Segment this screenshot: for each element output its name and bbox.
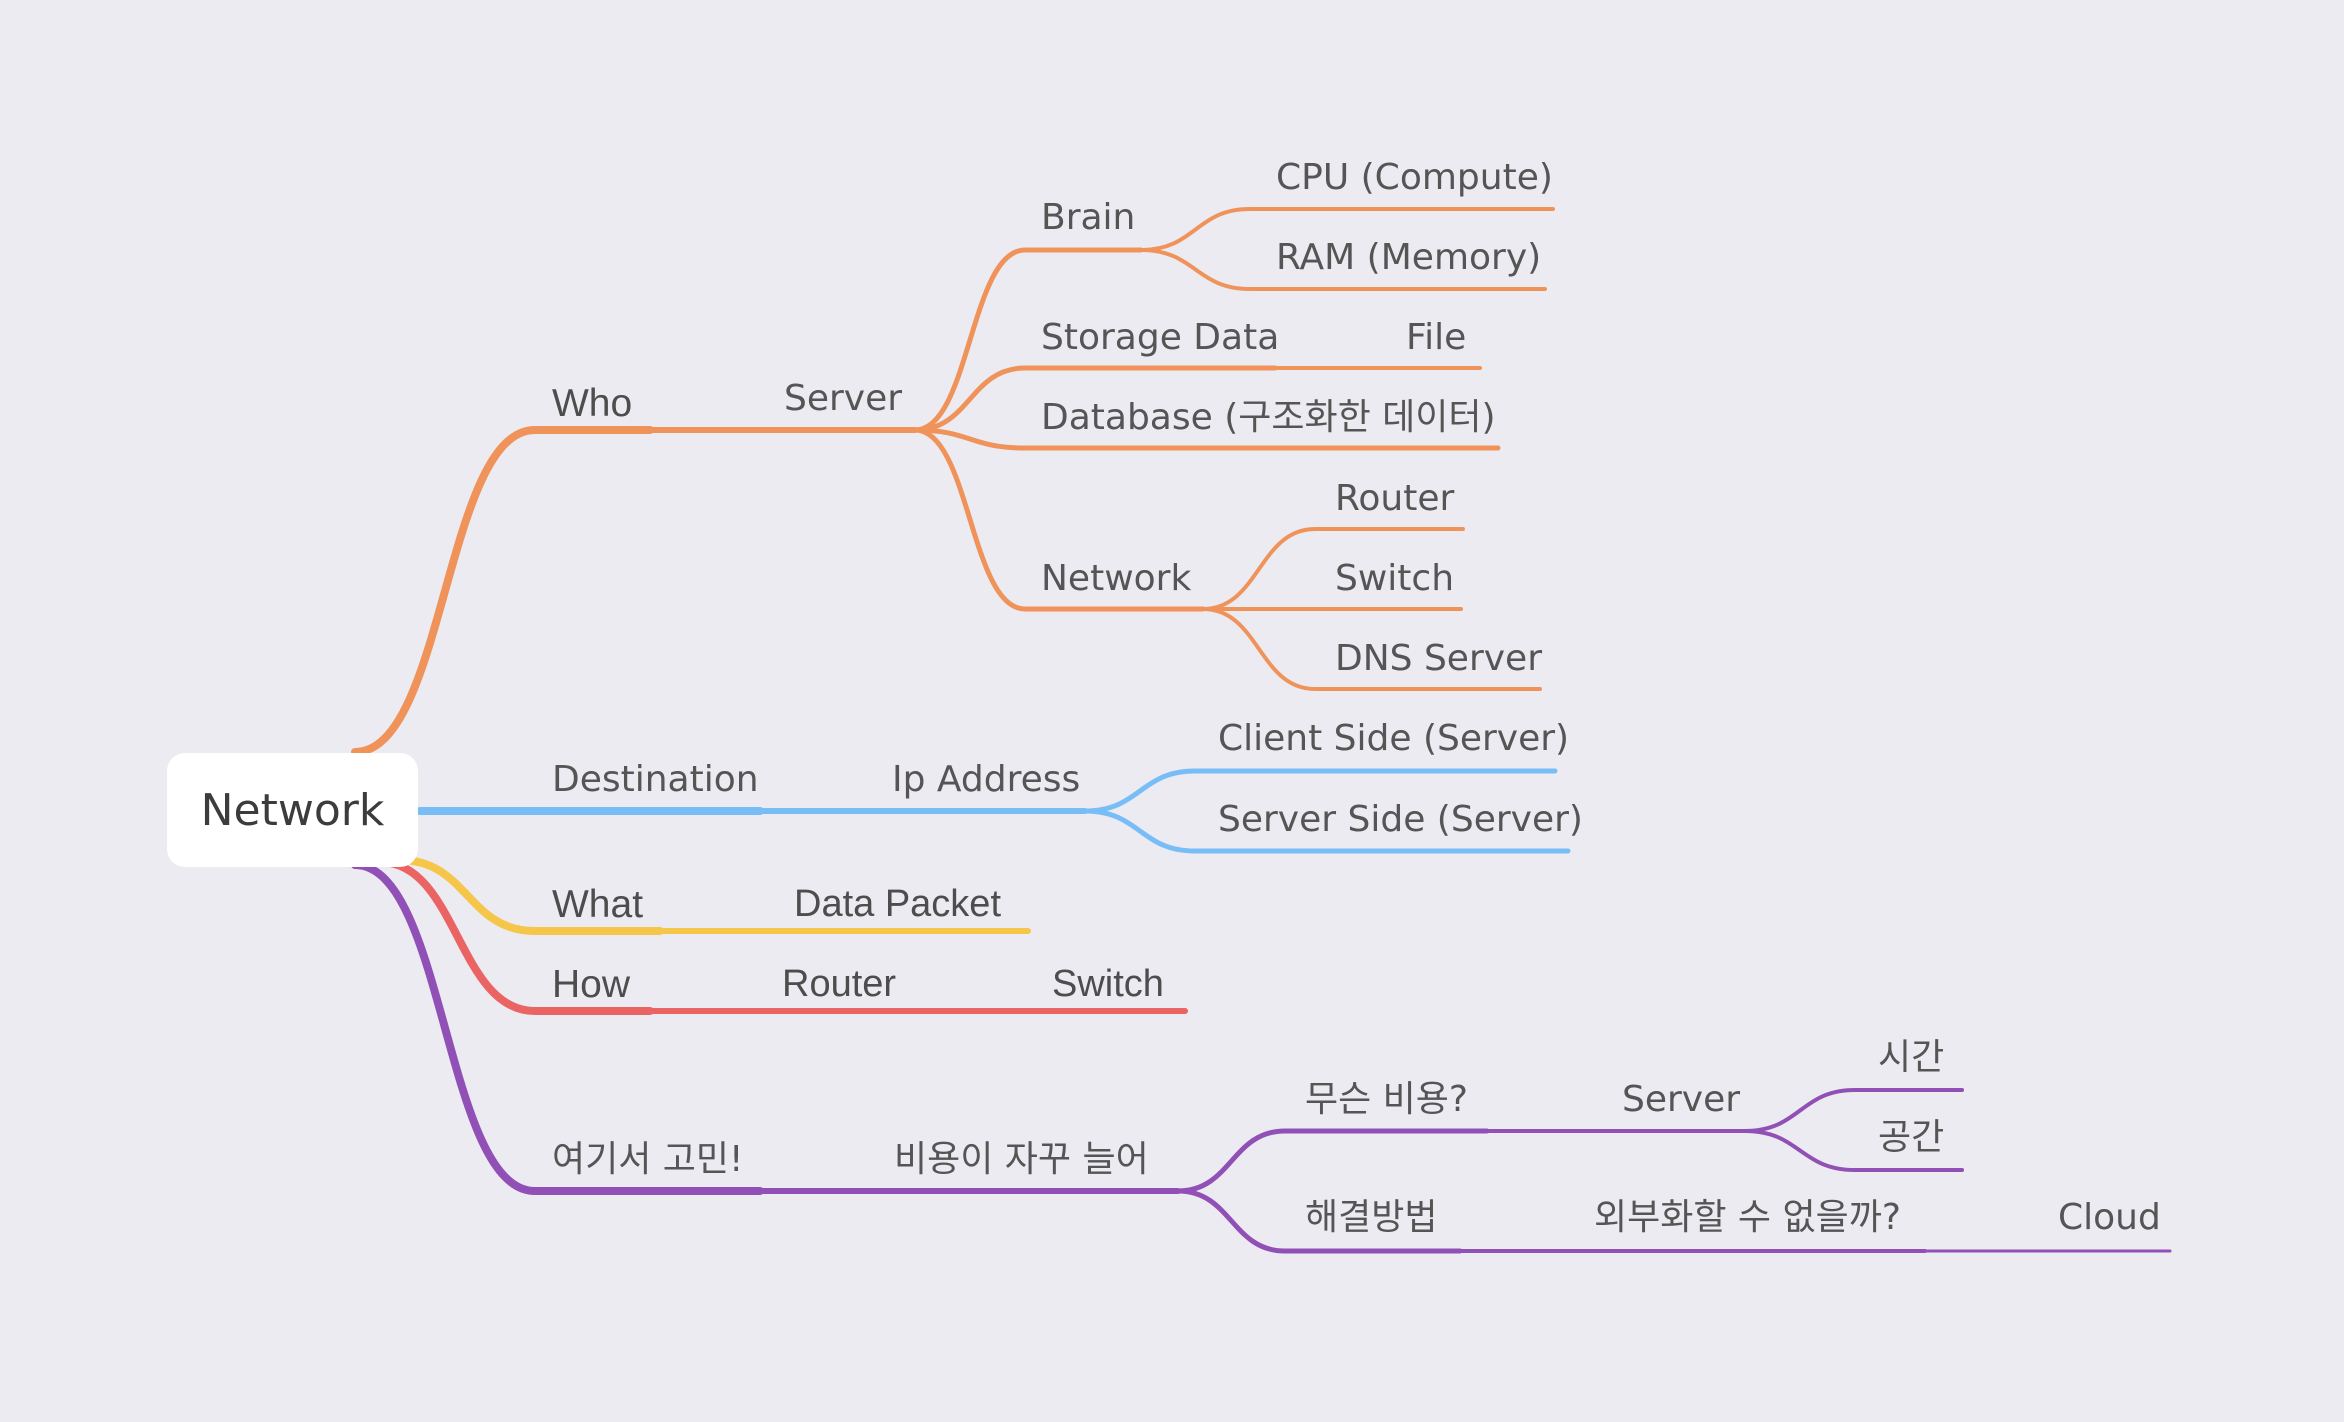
link-solution [1175, 1188, 1463, 1254]
node-ip-address[interactable]: Ip Address [892, 759, 1081, 800]
node-time[interactable]: 시간 [1878, 1037, 1945, 1078]
node-destination[interactable]: Destination [552, 759, 759, 800]
node-dns-server[interactable]: DNS Server [1335, 638, 1542, 679]
node-space[interactable]: 공간 [1878, 1117, 1945, 1158]
link-network [912, 427, 1206, 612]
link-storage [912, 365, 1278, 433]
link-ram [1139, 248, 1547, 291]
node-server[interactable]: Server [784, 378, 903, 419]
node-ram[interactable]: RAM (Memory) [1276, 237, 1542, 278]
link-what [396, 856, 664, 935]
root-node[interactable]: Network [167, 753, 418, 867]
node-server-side[interactable]: Server Side (Server) [1218, 799, 1583, 840]
node-router-how[interactable]: Router [782, 963, 897, 1005]
node-solution[interactable]: 해결방법 [1305, 1197, 1438, 1238]
link-who [351, 426, 654, 756]
node-outsource[interactable]: 외부화할 수 없을까? [1594, 1197, 1901, 1238]
link-database [912, 427, 1501, 451]
link-client-side [1082, 768, 1558, 814]
node-server-cost[interactable]: Server [1622, 1079, 1741, 1120]
link-cpu [1139, 207, 1555, 252]
node-router-sub[interactable]: Router [1335, 478, 1455, 519]
node-data-packet[interactable]: Data Packet [794, 883, 1001, 925]
link-brain [912, 247, 1144, 433]
node-switch-sub[interactable]: Switch [1335, 558, 1455, 599]
link-what-cost [1175, 1128, 1490, 1194]
link-consider [351, 861, 764, 1195]
node-file[interactable]: File [1406, 317, 1467, 358]
link-how [376, 858, 654, 1015]
node-switch-how[interactable]: Switch [1052, 963, 1164, 1005]
link-dns [1201, 607, 1542, 691]
link-router-sub [1201, 527, 1465, 611]
node-who[interactable]: Who [552, 382, 633, 425]
node-brain[interactable]: Brain [1041, 197, 1136, 238]
node-how[interactable]: How [552, 963, 631, 1006]
node-storage-data[interactable]: Storage Data [1041, 317, 1280, 358]
link-time [1743, 1088, 1964, 1133]
node-cloud[interactable]: Cloud [2058, 1197, 2161, 1238]
node-what-cost[interactable]: 무슨 비용? [1305, 1079, 1469, 1120]
node-database[interactable]: Database (구조화한 데이터) [1041, 397, 1496, 438]
link-server-side [1082, 808, 1571, 854]
node-cost-rising[interactable]: 비용이 자꾸 늘어 [894, 1139, 1149, 1180]
node-consider[interactable]: 여기서 고민! [552, 1139, 744, 1180]
node-network-sub[interactable]: Network [1041, 558, 1192, 599]
node-what[interactable]: What [552, 883, 644, 926]
node-client-side[interactable]: Client Side (Server) [1218, 718, 1570, 759]
node-cpu[interactable]: CPU (Compute) [1276, 157, 1553, 198]
link-space [1743, 1129, 1964, 1172]
